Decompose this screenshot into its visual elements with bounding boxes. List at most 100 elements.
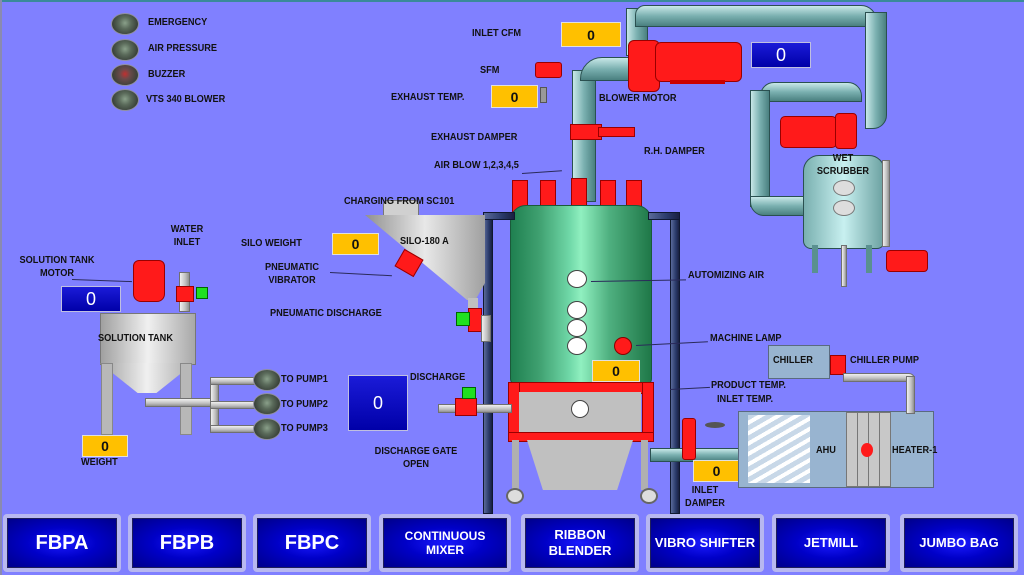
chiller-label: CHILLER bbox=[773, 355, 813, 366]
exhaust-elbow-pipe bbox=[580, 57, 632, 81]
pneumatic-discharge-actuator bbox=[456, 312, 470, 326]
label-line-1: CONTINUOUS bbox=[404, 528, 486, 543]
rh-damper-label: R.H. DAMPER bbox=[644, 146, 705, 157]
exhaust-temp-probe bbox=[540, 87, 547, 103]
trolley-leg bbox=[512, 440, 519, 490]
pump3-indicator[interactable] bbox=[253, 418, 281, 440]
pneumatic-discharge-valve[interactable] bbox=[468, 308, 482, 332]
automizing-air-label: AUTOMIZING AIR bbox=[688, 270, 765, 281]
chiller-pump[interactable] bbox=[830, 355, 846, 375]
tank-weight-value: 0 bbox=[82, 435, 128, 457]
nav-jetmill-label[interactable]: JETMILL bbox=[776, 518, 886, 568]
pump2-label: TO PUMP2 bbox=[281, 399, 328, 410]
charging-label: CHARGING FROM SC101 bbox=[344, 196, 455, 207]
tank-leg bbox=[101, 363, 113, 435]
vts-blower-indicator bbox=[111, 89, 139, 111]
nav-fbpc-button[interactable]: FBPC bbox=[253, 514, 371, 572]
automizing-air-port bbox=[567, 270, 587, 288]
sight-glass bbox=[567, 319, 587, 337]
emergency-indicator bbox=[111, 13, 139, 35]
nav-fbpa-button[interactable]: FBPA bbox=[3, 514, 121, 572]
inlet-cfm-value: 0 bbox=[561, 22, 621, 47]
nav-jumbo-bag-label[interactable]: JUMBO BAG bbox=[904, 518, 1014, 568]
product-temp-label: PRODUCT TEMP. bbox=[711, 380, 786, 391]
air-blow-leader bbox=[521, 170, 562, 174]
buzzer-indicator bbox=[111, 64, 139, 86]
vibrator-leader bbox=[329, 272, 392, 277]
top-border bbox=[0, 0, 1024, 2]
solution-outlet-pipe bbox=[145, 398, 217, 407]
support-arm-right bbox=[648, 212, 680, 220]
tank-motor-leader bbox=[71, 279, 132, 283]
pump1-indicator[interactable] bbox=[253, 369, 281, 391]
inlet-damper[interactable] bbox=[682, 418, 696, 460]
solution-tank-motor[interactable] bbox=[133, 260, 165, 302]
nav-jumbo-bag-button[interactable]: JUMBO BAG bbox=[900, 514, 1018, 572]
scrubber-blower-housing bbox=[835, 113, 857, 149]
chiller-pump-label: CHILLER PUMP bbox=[850, 355, 919, 366]
label-line-1: RIBBON bbox=[554, 527, 606, 543]
nav-fbpc-label[interactable]: FBPC bbox=[257, 518, 367, 568]
right-duct-pipe bbox=[865, 12, 887, 129]
inlet-damper-label-2: DAMPER bbox=[685, 498, 725, 509]
discharge-valve[interactable] bbox=[455, 398, 477, 416]
silo-name-label: SILO-180 A bbox=[400, 236, 449, 247]
heater-label: HEATER-1 bbox=[892, 445, 938, 456]
sfm-label: SFM bbox=[480, 65, 500, 76]
scrubber-inlet-pipe bbox=[750, 196, 807, 216]
nav-fbpa-label[interactable]: FBPA bbox=[7, 518, 117, 568]
buzzer-label: BUZZER bbox=[148, 69, 186, 80]
scrubber-porthole bbox=[833, 200, 855, 216]
exhaust-temp-value: 0 bbox=[491, 85, 538, 108]
scrubber-label-1: WET bbox=[832, 153, 854, 164]
pump2-indicator[interactable] bbox=[253, 393, 281, 415]
vts-blower-label: VTS 340 BLOWER bbox=[146, 94, 226, 105]
heater-lamp bbox=[861, 443, 873, 457]
discharge-actuator bbox=[462, 387, 476, 399]
silo-feed-pipe bbox=[481, 315, 491, 342]
scrubber-blower-body bbox=[780, 116, 837, 148]
exhaust-temp-label: EXHAUST TEMP. bbox=[391, 92, 465, 103]
trolley-wheel bbox=[640, 488, 658, 504]
blower-motor-body bbox=[655, 42, 742, 82]
scrubber-drain-pipe bbox=[841, 245, 847, 287]
machine-lamp-label: MACHINE LAMP bbox=[710, 333, 782, 344]
water-inlet-label-1: WATER bbox=[170, 224, 204, 235]
solution-tank-label: SOLUTION TANK bbox=[98, 333, 173, 344]
blower-base bbox=[670, 80, 725, 84]
water-inlet-valve[interactable] bbox=[176, 286, 194, 302]
exhaust-damper-actuator bbox=[598, 127, 635, 137]
pump1-label: TO PUMP1 bbox=[281, 374, 328, 385]
nav-vibro-shifter-label[interactable]: VIBRO SHIFTER bbox=[650, 518, 760, 568]
scrubber-label-2: SCRUBBER bbox=[816, 166, 870, 177]
inlet-damper-label-1: INLET bbox=[691, 485, 719, 496]
label-line-2: BLENDER bbox=[548, 543, 612, 558]
scrubber-recirc-pipe bbox=[882, 160, 890, 247]
scrubber-pump[interactable] bbox=[886, 250, 928, 272]
top-duct-pipe bbox=[635, 5, 877, 27]
nav-vibro-shifter-button[interactable]: VIBRO SHIFTER bbox=[646, 514, 764, 572]
product-sight-glass bbox=[571, 400, 589, 418]
nav-jetmill-button[interactable]: JETMILL bbox=[772, 514, 890, 572]
sfm-sensor[interactable] bbox=[535, 62, 562, 78]
pump3-label: TO PUMP3 bbox=[281, 423, 328, 434]
scrubber-return-pipe bbox=[760, 82, 862, 102]
trolley-leg bbox=[641, 440, 648, 490]
scrubber-leg bbox=[866, 245, 872, 273]
blower-motor-label: BLOWER MOTOR bbox=[599, 93, 677, 104]
silo-outlet bbox=[468, 298, 478, 312]
blower-value-display: 0 bbox=[751, 42, 811, 68]
support-post-right bbox=[670, 212, 680, 514]
nav-fbpb-label[interactable]: FBPB bbox=[132, 518, 242, 568]
label-line-2: MIXER bbox=[425, 543, 464, 557]
chiller-return-pipe bbox=[843, 373, 915, 382]
pneumatic-discharge-label: PNEUMATIC DISCHARGE bbox=[270, 308, 382, 319]
vibrator-label-2: VIBRATOR bbox=[268, 275, 316, 286]
chiller-down-pipe bbox=[906, 376, 915, 414]
nav-fbpb-button[interactable]: FBPB bbox=[128, 514, 246, 572]
silo-weight-value: 0 bbox=[332, 233, 379, 255]
